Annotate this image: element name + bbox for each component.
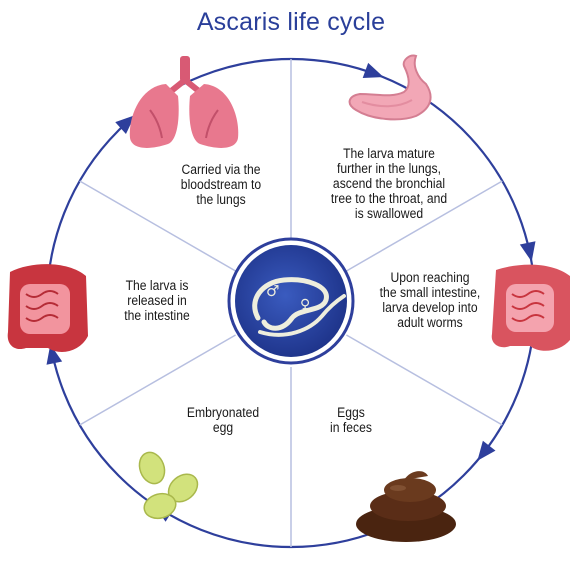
- step-embryonated-egg: Embryonated egg: [174, 405, 273, 435]
- intestine-icon-left: [7, 264, 89, 352]
- step-small-intestine-line: the small intestine,: [379, 285, 481, 300]
- step-feces: Eggs in feces: [311, 405, 392, 435]
- step-lungs-line: Carried via the: [181, 162, 261, 177]
- step-small-intestine-line: Upon reaching: [390, 270, 470, 285]
- arrow-head-icon: [477, 440, 496, 461]
- step-egg-line: Embryonated: [186, 405, 260, 420]
- worm-female: [258, 294, 346, 337]
- step-stomach-line: ascend the bronchial: [332, 176, 446, 191]
- step-stomach-line: tree to the throat, and: [330, 191, 448, 206]
- stomach-icon: [348, 54, 432, 121]
- arrow-head-icon: [46, 344, 63, 365]
- step-release-line: released in: [127, 293, 187, 308]
- diagram-title: Ascaris life cycle: [196, 8, 386, 36]
- female-symbol: ♀: [300, 297, 310, 313]
- step-lungs-line: bloodstream to: [180, 177, 262, 192]
- intestine-icon-right: [491, 264, 570, 351]
- step-lungs-line: the lungs: [196, 192, 246, 207]
- male-symbol: ♂: [266, 282, 279, 300]
- step-feces-line: Eggs: [337, 405, 365, 420]
- step-small-intestine: Upon reaching the small intestine, larva…: [367, 270, 493, 330]
- step-feces-line: in feces: [330, 420, 372, 435]
- spoke-divider: [346, 180, 503, 272]
- arrow-head-icon: [115, 115, 135, 135]
- center-worms-disc: ♂ ♀: [227, 237, 355, 365]
- step-release-line: the intestine: [124, 308, 190, 323]
- step-release-line: The larva is: [125, 278, 189, 293]
- spoke-divider: [346, 334, 503, 426]
- worm-male: [252, 277, 329, 331]
- egg-icon: [138, 451, 199, 520]
- feces-icon: [356, 471, 456, 542]
- lungs-icon: [129, 56, 239, 148]
- step-stomach-line: further in the lungs,: [336, 161, 442, 176]
- cycle-spokes: [79, 59, 503, 547]
- spoke-divider: [79, 334, 236, 426]
- step-intestine-release: The larva is released in the intestine: [108, 278, 207, 323]
- step-stomach-line: The larva mature: [343, 146, 435, 161]
- step-stomach-line: is swallowed: [354, 206, 424, 221]
- step-small-intestine-line: adult worms: [397, 315, 463, 330]
- step-egg-line: egg: [212, 420, 234, 435]
- step-small-intestine-line: larva develop into: [382, 300, 478, 315]
- step-stomach: The larva mature further in the lungs, a…: [313, 146, 466, 221]
- arrow-head-icon: [362, 62, 384, 78]
- arrow-head-icon: [519, 241, 536, 262]
- step-lungs: Carried via the bloodstream to the lungs: [163, 162, 280, 207]
- spoke-divider: [79, 180, 236, 272]
